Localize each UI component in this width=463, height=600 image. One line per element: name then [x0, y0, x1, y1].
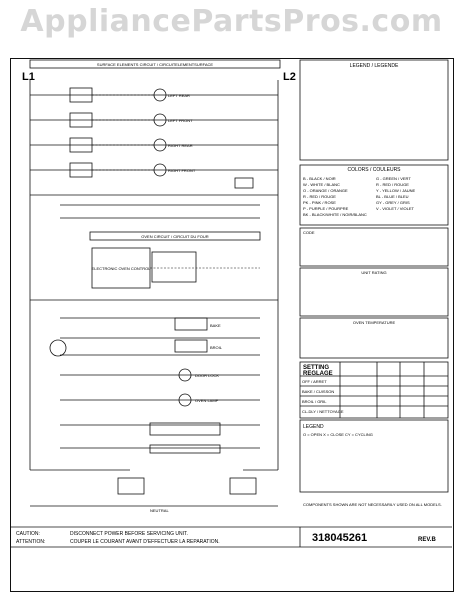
wiring-sheet — [10, 58, 454, 592]
oven-temperature-title: OVEN TEMPERATURE — [353, 320, 396, 325]
settings-row-broil: BROIL / GRIL — [302, 399, 327, 404]
caution-label: CAUTION: — [16, 531, 40, 537]
legend-key-text: O = OPEN X = CLOSE CY = CYCLING — [303, 432, 373, 437]
settings-row-off: OFF / ARRET — [302, 379, 327, 384]
caution-text: DISCONNECT POWER BEFORE SERVICING UNIT. — [70, 531, 188, 537]
color-right-4: BL - BLUE / BLEU — [376, 194, 409, 199]
oven-circuit-title: OVEN CIRCUIT / CIRCUIT DU FOUR — [141, 234, 209, 239]
surface-label-2: LEFT FRONT — [168, 118, 193, 123]
color-right-3: Y - YELLOW / JAUNE — [376, 188, 416, 193]
color-right-6: V - VIOLET / VIOLET — [376, 206, 414, 211]
l1-label: L1 — [22, 71, 35, 83]
l2-label: L2 — [283, 71, 296, 83]
broil-label: BROIL — [210, 345, 223, 350]
reglage-label: REGLAGE — [303, 371, 333, 377]
color-left-1: B - BLACK / NOIR — [303, 176, 336, 181]
settings-row-bake: BAKE / CUISSON — [302, 389, 334, 394]
attention-label: ATTENTION: — [16, 539, 45, 545]
surface-circuit-title: SURFACE ELEMENTS CIRCUIT / CIRCUITELEMEN… — [97, 62, 213, 67]
colors-title: COLORS / COULEURS — [347, 167, 401, 173]
legend-key-title: LEGEND — [303, 424, 324, 430]
color-left-7: BK - BLACK/WHITE / NOIR/BLANC — [303, 212, 367, 217]
part-number: 318045261 — [312, 532, 367, 544]
color-right-2: R - RED / ROUGE — [376, 182, 409, 187]
color-left-2: W - WHITE / BLANC — [303, 182, 340, 187]
legend-title: LEGEND / LEGENDE — [350, 63, 399, 69]
oven-lamp-label: OVEN LAMP — [195, 398, 219, 403]
surface-label-3: RIGHT REAR — [168, 143, 193, 148]
code-title: CODE — [303, 230, 315, 235]
color-right-1: G - GREEN / VERT — [376, 176, 411, 181]
oven-control-label: ELECTRONIC OVEN CONTROL — [92, 266, 152, 271]
watermark: AppliancePartsPros.com — [20, 4, 443, 39]
settings-row-clean: CL-DLY / NETTOYAGE — [302, 409, 344, 414]
color-right-5: GY - GREY / GRIS — [376, 200, 410, 205]
color-left-3: O - ORANGE / ORANGE — [303, 188, 348, 193]
surface-label-1: LEFT REAR — [168, 93, 190, 98]
revision: REV.B — [418, 537, 436, 543]
components-note: COMPONENTS SHOWN ARE NOT NECESSARILY USE… — [303, 502, 442, 507]
neutral-label: NEUTRAL — [150, 508, 169, 513]
door-lock-label: DOOR LOCK — [195, 373, 219, 378]
surface-label-4: RIGHT FRONT — [168, 168, 196, 173]
bake-label: BAKE — [210, 323, 221, 328]
setting-label: SETTING — [303, 365, 329, 371]
color-left-5: PK - PINK / ROSE — [303, 200, 336, 205]
color-left-6: P - PURPLE / POURPRE — [303, 206, 349, 211]
attention-text: COUPER LE COURANT AVANT D'EFFECTUER LA R… — [70, 539, 220, 545]
unit-rating-title: UNIT RATING — [361, 270, 386, 275]
color-left-4: R - RED / ROUGE — [303, 194, 336, 199]
